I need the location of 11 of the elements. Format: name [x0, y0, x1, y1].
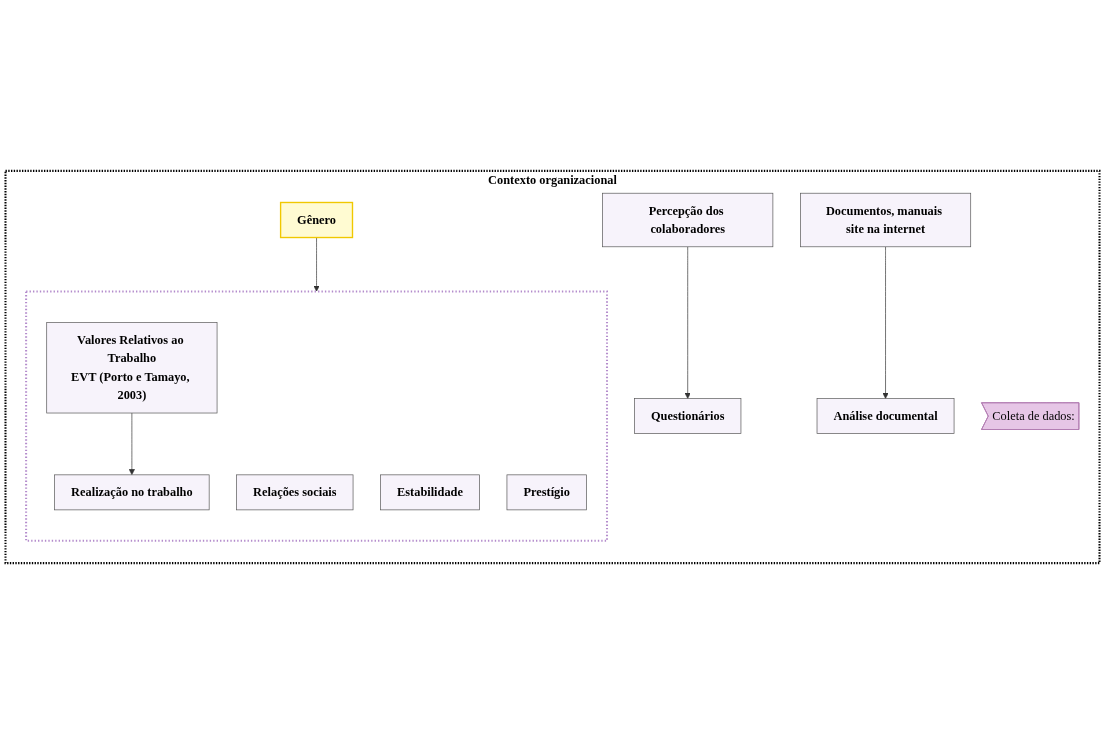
cluster: [25, 290, 609, 542]
node-box: Estabilidade: [380, 474, 480, 511]
node-box: Gênero: [279, 201, 354, 239]
node-box: Análise documental: [816, 398, 955, 434]
node-box: Prestígio: [506, 474, 587, 511]
node-box: Percepção dos colaboradores: [602, 192, 774, 248]
node-box: Questionários: [634, 398, 742, 434]
node-box: Documentos, manuais site na internet: [800, 192, 972, 248]
node-box: Valores Relativos ao Trabalho EVT (Porto e Tamayo, 2003): [46, 322, 218, 414]
node-box: Realização no trabalho: [54, 474, 210, 511]
node-box: Relações sociais: [236, 474, 354, 511]
